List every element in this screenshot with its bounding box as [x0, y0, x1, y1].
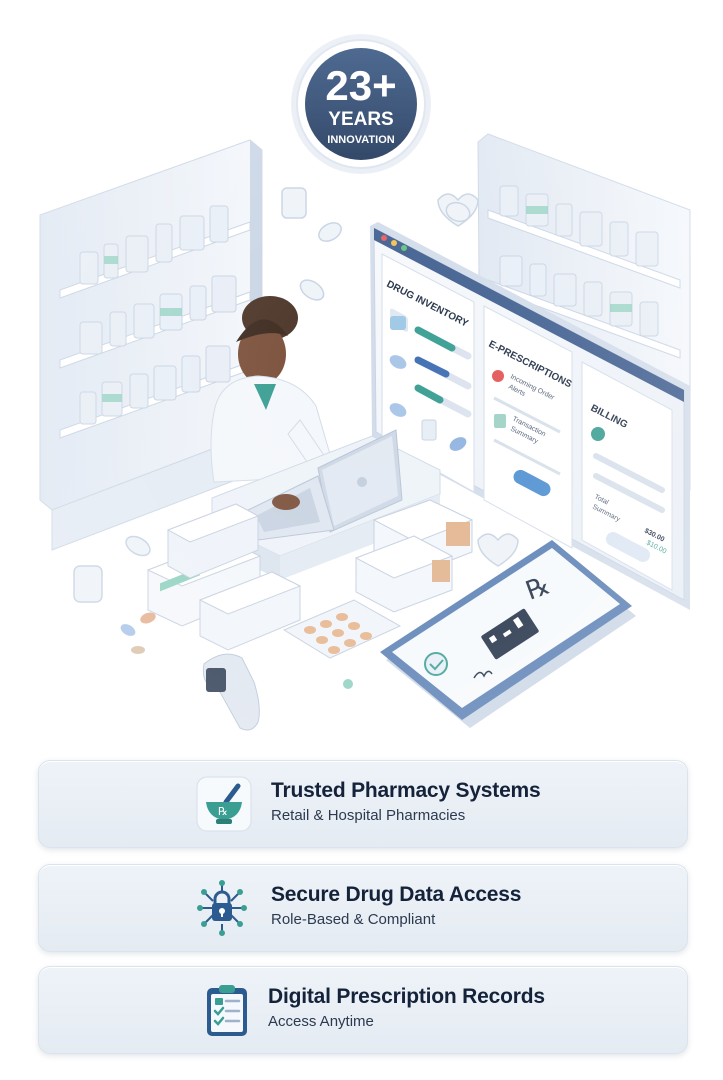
feature-card-trusted-pharmacy: ℞ Trusted Pharmacy Systems Retail & Hosp…	[38, 760, 688, 848]
feature-subtitle: Access Anytime	[268, 1013, 374, 1030]
feature-title: Secure Drug Data Access	[271, 883, 522, 906]
mortar-pestle-rx-icon: ℞	[196, 776, 252, 832]
feature-subtitle: Retail & Hospital Pharmacies	[271, 807, 466, 824]
svg-text:℞: ℞	[218, 805, 228, 818]
feature-title: Digital Prescription Records	[268, 985, 545, 1008]
clipboard-checklist-icon	[199, 982, 255, 1038]
feature-card-secure-data: Secure Drug Data Access Role-Based & Com…	[38, 864, 688, 952]
pharmacy-illustration: 23+ YEARS INNOVATION DRUG INVENTO	[0, 0, 723, 745]
feature-subtitle: Role-Based & Compliant	[271, 911, 436, 928]
padlock-network-icon	[194, 880, 250, 936]
feature-card-digital-records: Digital Prescription Records Access Anyt…	[38, 966, 688, 1054]
feature-title: Trusted Pharmacy Systems	[271, 779, 541, 802]
